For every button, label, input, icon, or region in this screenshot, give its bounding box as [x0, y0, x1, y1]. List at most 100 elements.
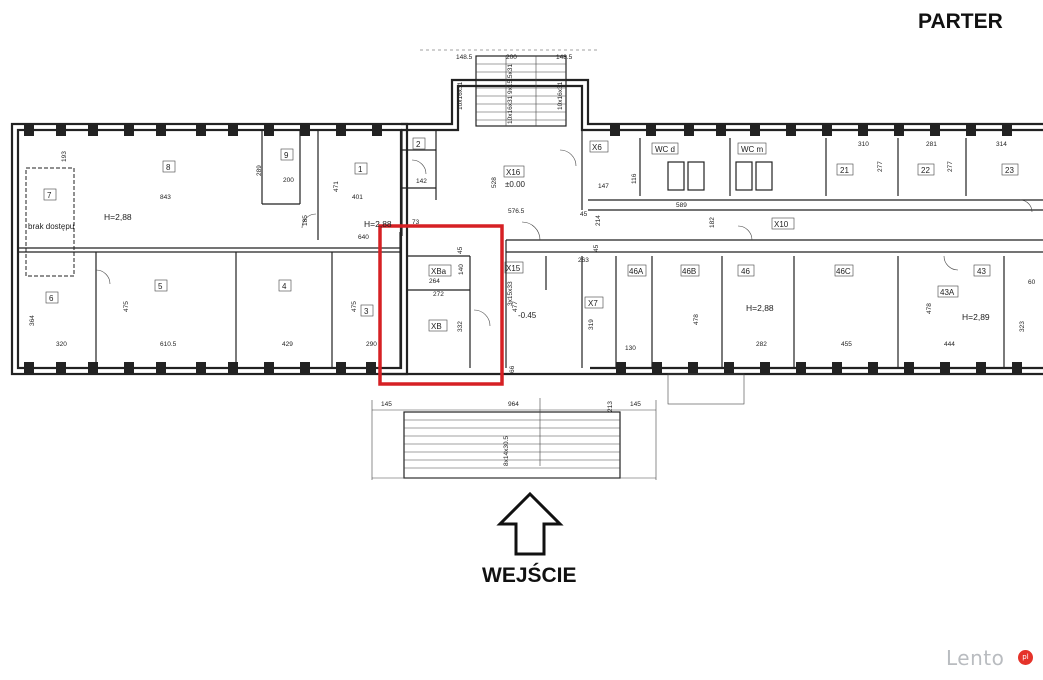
- room-label: 1: [358, 165, 363, 174]
- dimension: 320: [56, 341, 67, 348]
- room-label: WC d: [655, 145, 675, 154]
- stair-spec: 10x16x31: [557, 81, 564, 110]
- dimension: 147: [598, 183, 609, 190]
- dimension: 314: [996, 141, 1007, 148]
- height-label: H=2,88: [746, 303, 774, 313]
- level-label: -0.45: [518, 311, 537, 320]
- dimension: 60: [1028, 279, 1036, 286]
- dimension: 277: [947, 161, 954, 172]
- room-label: 46A: [629, 267, 644, 276]
- dimension: 116: [631, 173, 638, 184]
- stair-spec: 10x16x31: [457, 81, 464, 110]
- room-label: X15: [506, 264, 521, 273]
- dimension: 145: [630, 401, 641, 408]
- dimension: 640: [358, 234, 369, 241]
- dimension: 214: [595, 215, 602, 226]
- dimension: 323: [1019, 321, 1026, 332]
- room-label: 3: [364, 307, 369, 316]
- dimension: 310: [858, 141, 869, 148]
- dimension: 281: [926, 141, 937, 148]
- dimension: 478: [693, 314, 700, 325]
- room-label: 5: [158, 282, 163, 291]
- dimension: 364: [29, 315, 36, 326]
- room-label: X7: [588, 299, 598, 308]
- dimension: 45: [593, 244, 600, 252]
- dimension: 263: [578, 257, 589, 264]
- dimension: 610.5: [160, 341, 177, 348]
- floor-title: PARTER: [918, 10, 1003, 33]
- room-label: 46C: [836, 267, 851, 276]
- height-label: H=2,89: [962, 312, 990, 322]
- entrance-arrow-icon: [496, 491, 564, 556]
- dimension: 478: [926, 303, 933, 314]
- room-label: X6: [592, 143, 602, 152]
- height-label: H=2,88: [104, 212, 132, 222]
- room-label: 46B: [682, 267, 696, 276]
- level-label: ±0.00: [505, 180, 526, 189]
- watermark-logo: Lento: [946, 646, 1005, 670]
- dimension: 401: [352, 194, 363, 201]
- room-label: 7: [47, 191, 52, 200]
- entrance-label: WEJŚCIE: [482, 564, 577, 587]
- stair-spec: 10x16x31 9x15.5x31: [507, 64, 514, 124]
- room-label: 21: [840, 166, 849, 175]
- dimension: 145: [381, 401, 392, 408]
- room-label: 2: [416, 140, 421, 149]
- room-label: WC m: [741, 145, 764, 154]
- dimension: 148.5: [456, 54, 473, 61]
- dimension: 264: [429, 278, 440, 285]
- room-label: 22: [921, 166, 930, 175]
- dimension: 45: [457, 246, 464, 254]
- room-labels: 8 9 1 2 7 6 5 4 3 brak dostępu X16 ±0.00…: [28, 137, 1019, 332]
- dimension: 185: [302, 215, 309, 226]
- room-label: 6: [49, 294, 54, 303]
- building-walls: [10, 49, 1043, 376]
- height-label: H=2,88: [364, 219, 392, 229]
- dimension: 589: [676, 202, 687, 209]
- dimension: 429: [282, 341, 293, 348]
- dimension: 319: [588, 319, 595, 330]
- dimension: 282: [756, 341, 767, 348]
- dimension: 477: [512, 301, 519, 312]
- dimension: 148.5: [556, 54, 573, 61]
- dimension: 332: [457, 321, 464, 332]
- highlight-frame: [378, 224, 504, 386]
- dimension: 213: [607, 401, 614, 412]
- room-label: XB: [431, 322, 442, 331]
- room-label: 46: [741, 267, 750, 276]
- dimension: 66: [509, 365, 516, 373]
- dimension: 289: [256, 165, 263, 176]
- dimension: 272: [433, 291, 444, 298]
- room-label: brak dostępu: [28, 222, 74, 231]
- dimension: 964: [508, 401, 519, 408]
- dimension: 471: [333, 181, 340, 192]
- room-label: 43A: [940, 288, 955, 297]
- room-label: 4: [282, 282, 287, 291]
- dimension: 455: [841, 341, 852, 348]
- dimension: 45: [580, 211, 588, 218]
- dimension: 277: [877, 161, 884, 172]
- dimension: 130: [625, 345, 636, 352]
- stair-spec: 8x14x30.5: [503, 436, 510, 466]
- room-label: X16: [506, 168, 521, 177]
- room-label: 9: [284, 151, 289, 160]
- room-label: 8: [166, 163, 171, 172]
- watermark-badge: pl: [1018, 650, 1033, 665]
- room-label: 43: [977, 267, 986, 276]
- entrance-stairs: [371, 373, 745, 480]
- dimension: 475: [123, 301, 130, 312]
- room-label: XBa: [431, 267, 447, 276]
- dimension: 200: [283, 177, 294, 184]
- stair-spec: 3x15x33: [507, 281, 514, 306]
- room-label: X10: [774, 220, 789, 229]
- dimension: 843: [160, 194, 171, 201]
- dimension: 73: [412, 219, 420, 226]
- room-label: 23: [1005, 166, 1014, 175]
- dimension: 193: [61, 151, 68, 162]
- dimension: 475: [351, 301, 358, 312]
- dimension: 182: [709, 217, 716, 228]
- dimension: 444: [944, 341, 955, 348]
- dimension: 142: [416, 178, 427, 185]
- dimension: 576.5: [508, 208, 525, 215]
